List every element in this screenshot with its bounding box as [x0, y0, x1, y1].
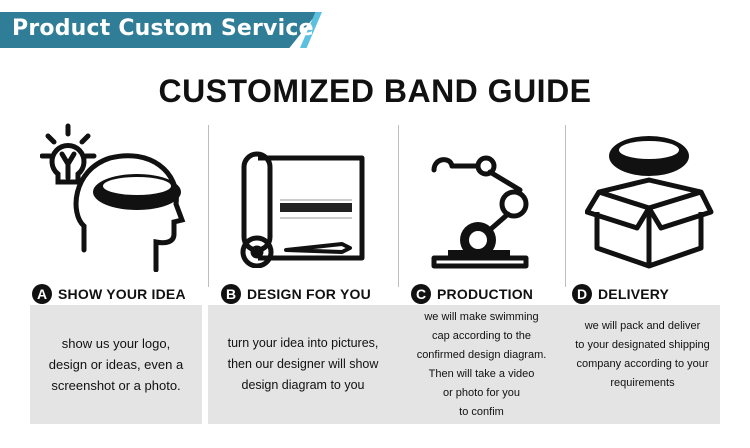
step-a-badge: A	[32, 284, 52, 304]
blueprint-roll-icon	[240, 151, 365, 268]
step-b-header: B DESIGN FOR YOU	[221, 283, 371, 305]
banner-background	[0, 12, 318, 48]
step-c-description: we will make swimming cap according to t…	[416, 310, 547, 418]
step-a-header: A SHOW YOUR IDEA	[32, 283, 186, 305]
robot-arm-icon	[431, 155, 529, 269]
step-b-badge: B	[221, 284, 241, 304]
banner-title: Product Custom Service	[12, 16, 314, 41]
step-a-title: SHOW YOUR IDEA	[58, 286, 186, 302]
head-idea-icon	[40, 123, 186, 272]
step-d-header: D DELIVERY	[572, 283, 669, 305]
step-c-header: C PRODUCTION	[411, 283, 533, 305]
step-b-description: turn your idea into pictures, then our d…	[227, 336, 379, 392]
step-d-desc-background	[565, 305, 720, 424]
guide-title: CUSTOMIZED BAND GUIDE	[158, 73, 592, 109]
step-d-title: DELIVERY	[598, 286, 670, 302]
step-d-description: we will pack and deliver to your designa…	[575, 320, 710, 389]
step-b-desc-background	[208, 305, 398, 424]
step-c-badge: C	[411, 284, 431, 304]
step-c-desc-background	[398, 305, 565, 424]
step-a-description: show us your logo, design or ideas, even…	[48, 336, 184, 393]
step-c-title: PRODUCTION	[437, 286, 534, 302]
column-divider	[565, 125, 566, 287]
column-divider	[398, 125, 399, 287]
column-divider	[208, 125, 209, 287]
step-d-badge: D	[572, 284, 592, 304]
step-a-desc-background	[30, 305, 202, 424]
step-b-title: DESIGN FOR YOU	[247, 286, 371, 302]
package-box-icon	[585, 136, 714, 269]
